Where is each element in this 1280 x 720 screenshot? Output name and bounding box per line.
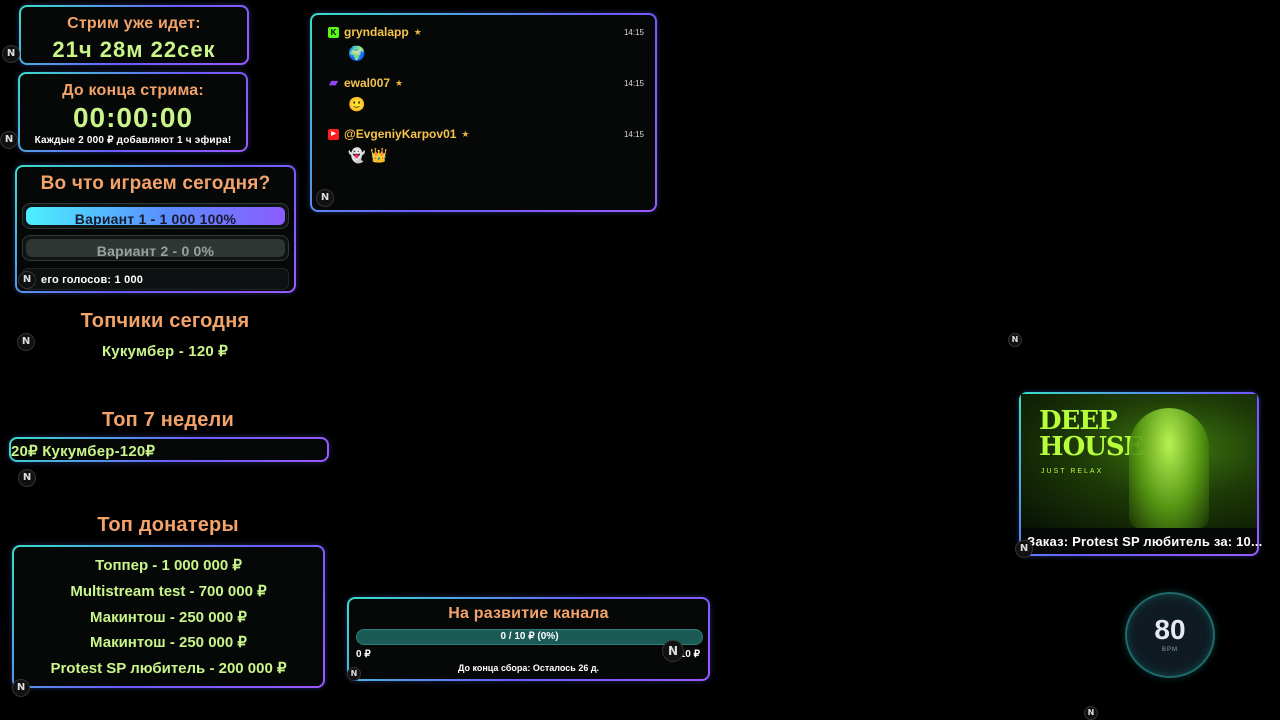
donation-goal-title: На развитие канала xyxy=(448,605,609,622)
overlay-badge-icon[interactable]: N xyxy=(1015,540,1033,558)
heart-rate-unit: BPM xyxy=(1161,647,1178,653)
twitch-icon: ▰ xyxy=(329,76,338,89)
donor-item: Макинтош - 250 000 ₽ xyxy=(90,608,247,626)
stream-uptime-value: 21ч 28м 22сек xyxy=(52,37,216,62)
overlay-badge-icon[interactable]: N xyxy=(17,333,35,351)
star-icon: ★ xyxy=(461,128,470,139)
donation-goal-min: 0 ₽ xyxy=(356,649,371,660)
poll-option-2-label: Вариант 2 - 0 0% xyxy=(96,243,215,259)
top-donors-title: Топ донатеры xyxy=(97,514,239,536)
donor-item: Топпер - 1 000 000 ₽ xyxy=(95,557,242,574)
top-today-title: Топчики сегодня xyxy=(80,310,250,332)
donation-goal-widget: На развитие канала 0 / 10 ₽ (0%) 0 ₽ 10 … xyxy=(347,597,710,681)
emote-crown-icon: 👑 xyxy=(370,147,388,163)
chat-message: ▶ @EvgeniyKarpov01 ★ 14:15 👻 👑 xyxy=(328,127,644,171)
stream-uptime-label: Стрим уже идет: xyxy=(67,15,201,32)
chat-username: gryndalapp xyxy=(344,25,409,39)
poll-option-2-bar: Вариант 2 - 0 0% xyxy=(26,239,285,259)
poll-option-1: Вариант 1 - 1 000 100% xyxy=(22,203,289,229)
overlay-badge-icon[interactable]: N xyxy=(662,640,684,662)
stream-countdown-value: 00:00:00 xyxy=(72,102,194,133)
album-cover-image: DEEP HOUSE JUST RELAX xyxy=(1021,394,1257,528)
top-donors-widget: Топпер - 1 000 000 ₽ Multistream test - … xyxy=(12,545,325,688)
top-today-entry: Кукумбер - 120 ₽ xyxy=(101,343,229,360)
poll-option-1-bar: Вариант 1 - 1 000 100% xyxy=(26,207,285,227)
star-icon: ★ xyxy=(413,26,422,37)
overlay-badge-icon[interactable]: N xyxy=(316,189,334,207)
chat-message: K gryndalapp ★ 14:15 🌍 xyxy=(328,25,644,69)
top-week-ticker-text: 20₽ Кукумбер-120₽ xyxy=(11,443,156,460)
emote-globe-icon: 🌍 xyxy=(348,45,366,61)
overlay-badge-icon[interactable]: N xyxy=(347,667,361,681)
star-icon: ★ xyxy=(395,77,404,88)
poll-option-2: Вариант 2 - 0 0% xyxy=(22,235,289,261)
chat-message: ▰ ewal007 ★ 14:15 🙂 xyxy=(328,76,644,120)
donor-item: Protest SP любитель - 200 000 ₽ xyxy=(50,660,287,678)
music-request-widget: DEEP HOUSE JUST RELAX Заказ: Protest SP … xyxy=(1019,392,1263,556)
chat-username: ewal007 xyxy=(344,76,391,90)
poll-total-votes: его голосов: 1 000 xyxy=(22,268,289,290)
poll-widget: Во что играем сегодня? Вариант 1 - 1 000… xyxy=(15,165,296,293)
donor-item: Multistream test - 700 000 ₽ xyxy=(70,582,267,600)
poll-option-1-label: Вариант 1 - 1 000 100% xyxy=(74,211,237,227)
overlay-badge-icon[interactable]: N xyxy=(12,679,30,697)
overlay-badge-icon[interactable]: N xyxy=(2,45,20,63)
stream-uptime-widget: Стрим уже идет: 21ч 28м 22сек xyxy=(19,5,249,65)
top-donors-list: Топпер - 1 000 000 ₽ Multistream test - … xyxy=(14,556,323,685)
heart-rate-widget: 80 BPM xyxy=(1125,592,1215,678)
poll-title: Во что играем сегодня? xyxy=(40,173,271,194)
overlay-badge-icon[interactable]: N xyxy=(0,131,18,149)
donation-goal-remaining: До конца сбора: Осталось 26 д. xyxy=(457,663,600,673)
overlay-badge-icon[interactable]: N xyxy=(18,271,36,289)
emote-ghost-icon: 👻 xyxy=(348,147,366,163)
album-cover-subtitle: JUST RELAX xyxy=(1041,468,1104,475)
donation-goal-max: 10 ₽ xyxy=(679,649,700,660)
album-cover-figure xyxy=(1129,408,1209,528)
top-week-title: Топ 7 недели xyxy=(102,409,234,431)
donation-goal-progress-text: 0 / 10 ₽ (0%) xyxy=(500,631,559,642)
chat-timestamp: 14:15 xyxy=(623,129,644,139)
stream-countdown-widget: До конца стрима: 00:00:00 Каждые 2 000 ₽… xyxy=(18,72,248,152)
overlay-badge-icon[interactable]: N xyxy=(18,469,36,487)
overlay-badge-icon[interactable]: N xyxy=(1084,706,1098,720)
music-request-caption: Заказ: Protest SP любитель за: 10... xyxy=(1027,534,1263,549)
chat-timestamp: 14:15 xyxy=(623,78,644,88)
chat-widget: K gryndalapp ★ 14:15 🌍 ▰ ewal007 ★ 14:15… xyxy=(310,13,657,212)
youtube-icon: ▶ xyxy=(328,128,339,140)
emote-face-icon: 🙂 xyxy=(348,96,366,112)
heart-rate-value: 80 xyxy=(1154,614,1186,645)
donation-goal-progress-bar: 0 / 10 ₽ (0%) xyxy=(356,629,703,645)
chat-timestamp: 14:15 xyxy=(623,27,644,37)
chat-username: @EvgeniyKarpov01 xyxy=(344,127,457,141)
stream-countdown-label: До конца стрима: xyxy=(62,82,204,99)
album-cover-title: DEEP HOUSE xyxy=(1039,406,1143,462)
donor-item: Макинтош - 250 000 ₽ xyxy=(90,634,247,652)
kick-icon: K xyxy=(328,26,339,38)
overlay-badge-icon[interactable]: N xyxy=(1008,333,1022,347)
stream-countdown-note: Каждые 2 000 ₽ добавляют 1 ч эфира! xyxy=(34,135,232,146)
top-week-ticker: 20₽ Кукумбер-120₽ xyxy=(9,437,329,462)
